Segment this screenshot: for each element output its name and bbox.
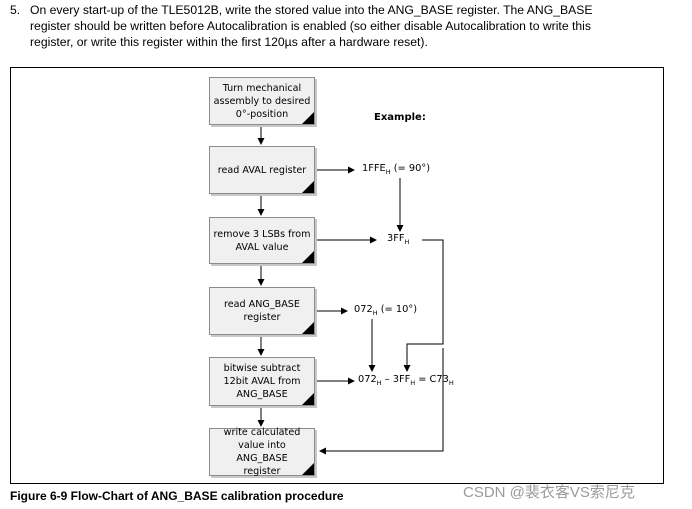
example-shifted: 3FFH: [387, 233, 410, 246]
list-number: 5.: [10, 3, 21, 17]
intro-line-3: register, or write this register within …: [30, 35, 428, 49]
example-angbase: 072H (= 10°): [354, 304, 418, 317]
example-aval: 1FFEH (= 90°): [362, 163, 431, 176]
step-read-aval: read AVAL register: [209, 146, 315, 194]
intro-text: On every start-up of the TLE5012B, write…: [30, 2, 680, 50]
corner-marker: [302, 251, 314, 263]
intro-line-1: On every start-up of the TLE5012B, write…: [30, 3, 593, 17]
example-label: Example:: [374, 112, 426, 123]
arrow-shift-result: [403, 239, 444, 372]
corner-marker: [302, 112, 314, 124]
corner-marker: [302, 463, 314, 475]
flowchart-connectors: [257, 125, 444, 455]
figure-caption: Figure 6-9 Flow-Chart of ANG_BASE calibr…: [10, 489, 344, 503]
corner-marker: [302, 322, 314, 334]
corner-marker: [302, 181, 314, 193]
step-bitwise-subtract: bitwise subtract 12bit AVAL from ANG_BAS…: [209, 357, 315, 406]
step-turn-assembly: Turn mechanical assembly to desired 0°-p…: [209, 77, 315, 125]
intro-line-2: register should be written before Autoca…: [30, 19, 591, 33]
step-remove-lsbs: remove 3 LSBs from AVAL value: [209, 217, 315, 264]
example-result: 072H – 3FFH = C73H: [358, 374, 454, 387]
step-read-angbase: read ANG_BASE register: [209, 287, 315, 335]
step-write-value: write calculated value into ANG_BASE reg…: [209, 427, 315, 477]
watermark: CSDN @裴衣客VS索尼克: [463, 484, 635, 501]
arrow-result-write: [319, 348, 444, 455]
corner-marker: [302, 393, 314, 405]
flowchart-figure: Turn mechanical assembly to desired 0°-p…: [10, 67, 664, 484]
